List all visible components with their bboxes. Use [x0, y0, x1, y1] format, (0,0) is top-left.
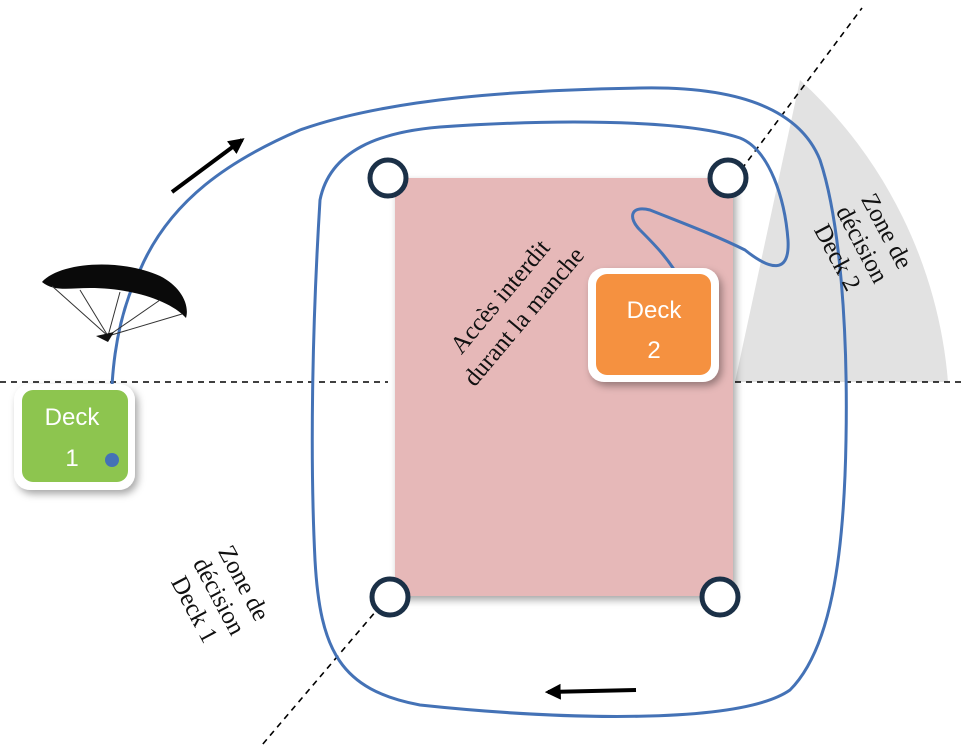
deck-2 — [588, 268, 719, 382]
deck-1-label-2: 1 — [65, 445, 78, 472]
deck-1-label-1: Deck — [45, 404, 101, 431]
direction-arrow-icon — [170, 138, 245, 194]
pylon-icon — [367, 157, 409, 199]
pylon-icon — [699, 576, 741, 618]
paraglider-icon — [42, 264, 187, 342]
direction-arrow-icon — [544, 683, 637, 700]
deck-2-label-2: 2 — [647, 337, 660, 364]
pylon-icon — [369, 576, 411, 618]
deck-2-label-1: Deck — [627, 297, 683, 324]
decision-zone-2-sector — [735, 80, 948, 382]
pylon-icon — [707, 157, 749, 199]
forbidden-zone — [395, 178, 733, 596]
decision-line-diagonal-lower — [261, 596, 389, 746]
flight-path-outer — [109, 86, 848, 718]
takeoff-point — [105, 453, 119, 467]
deck-1 — [14, 384, 135, 490]
